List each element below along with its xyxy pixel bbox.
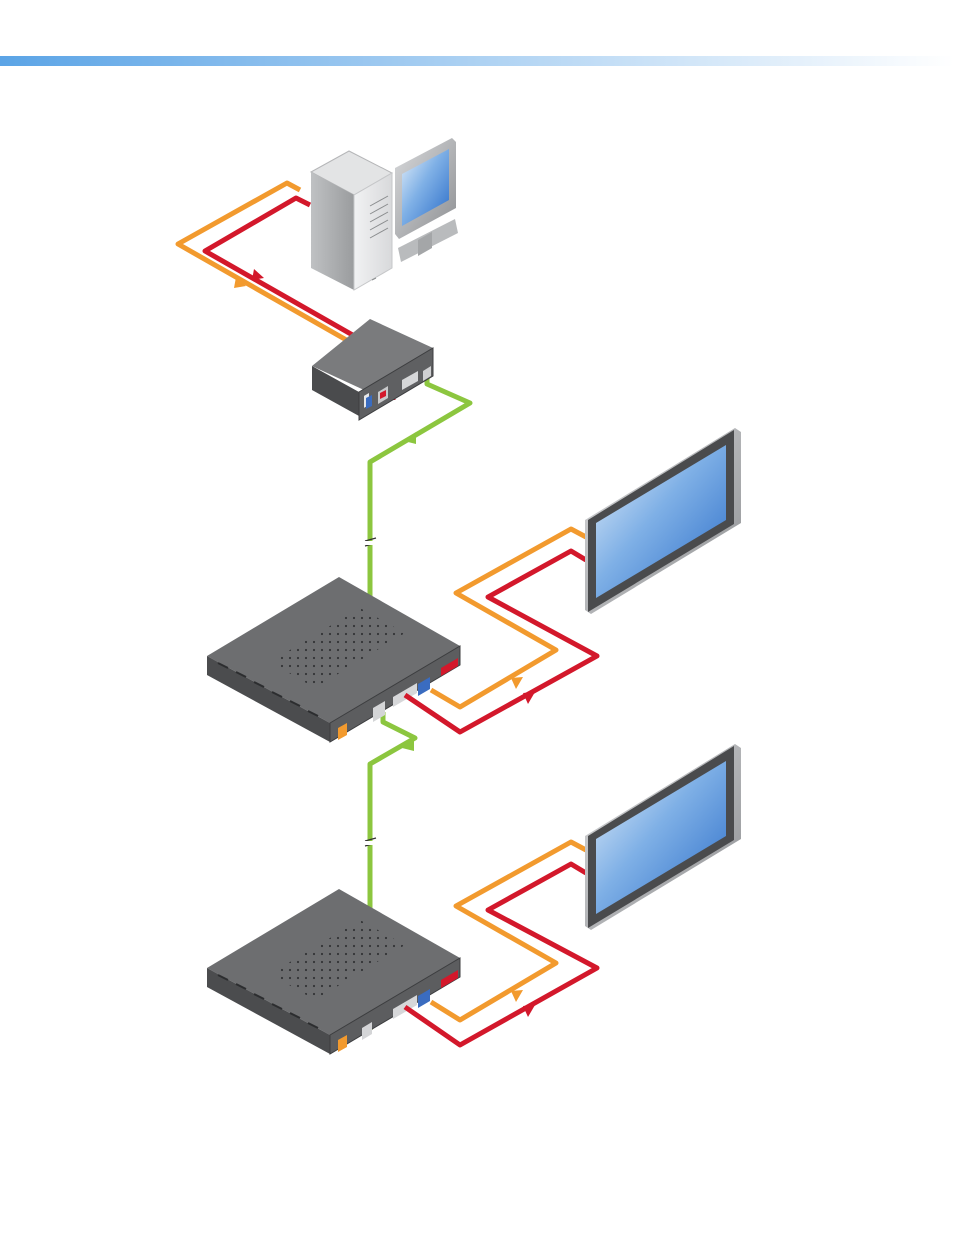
audio-arrow-3: [511, 990, 523, 1002]
flat-panel-display-1: [585, 428, 741, 614]
flat-panel-display-icon: [585, 428, 741, 614]
transmitter: [312, 319, 433, 420]
receiver-box-icon: [207, 577, 460, 742]
receiver-1: [207, 577, 460, 742]
video-arrow-1: [252, 269, 264, 280]
audio-arrow-2: [511, 677, 523, 689]
flat-panel-display-icon: [585, 744, 741, 930]
transmitter-box-icon: [312, 319, 433, 420]
display-screen-1: [596, 445, 726, 598]
monitor-icon: [395, 138, 458, 262]
desktop-computer: [311, 138, 458, 290]
cables-receiver1-to-display1: [405, 529, 597, 732]
computer-tower-icon: [311, 151, 392, 290]
flat-panel-display-2: [585, 744, 741, 930]
receiver-2: [207, 889, 460, 1054]
receiver-box-icon: [207, 889, 460, 1054]
display-screen-2: [596, 761, 726, 914]
